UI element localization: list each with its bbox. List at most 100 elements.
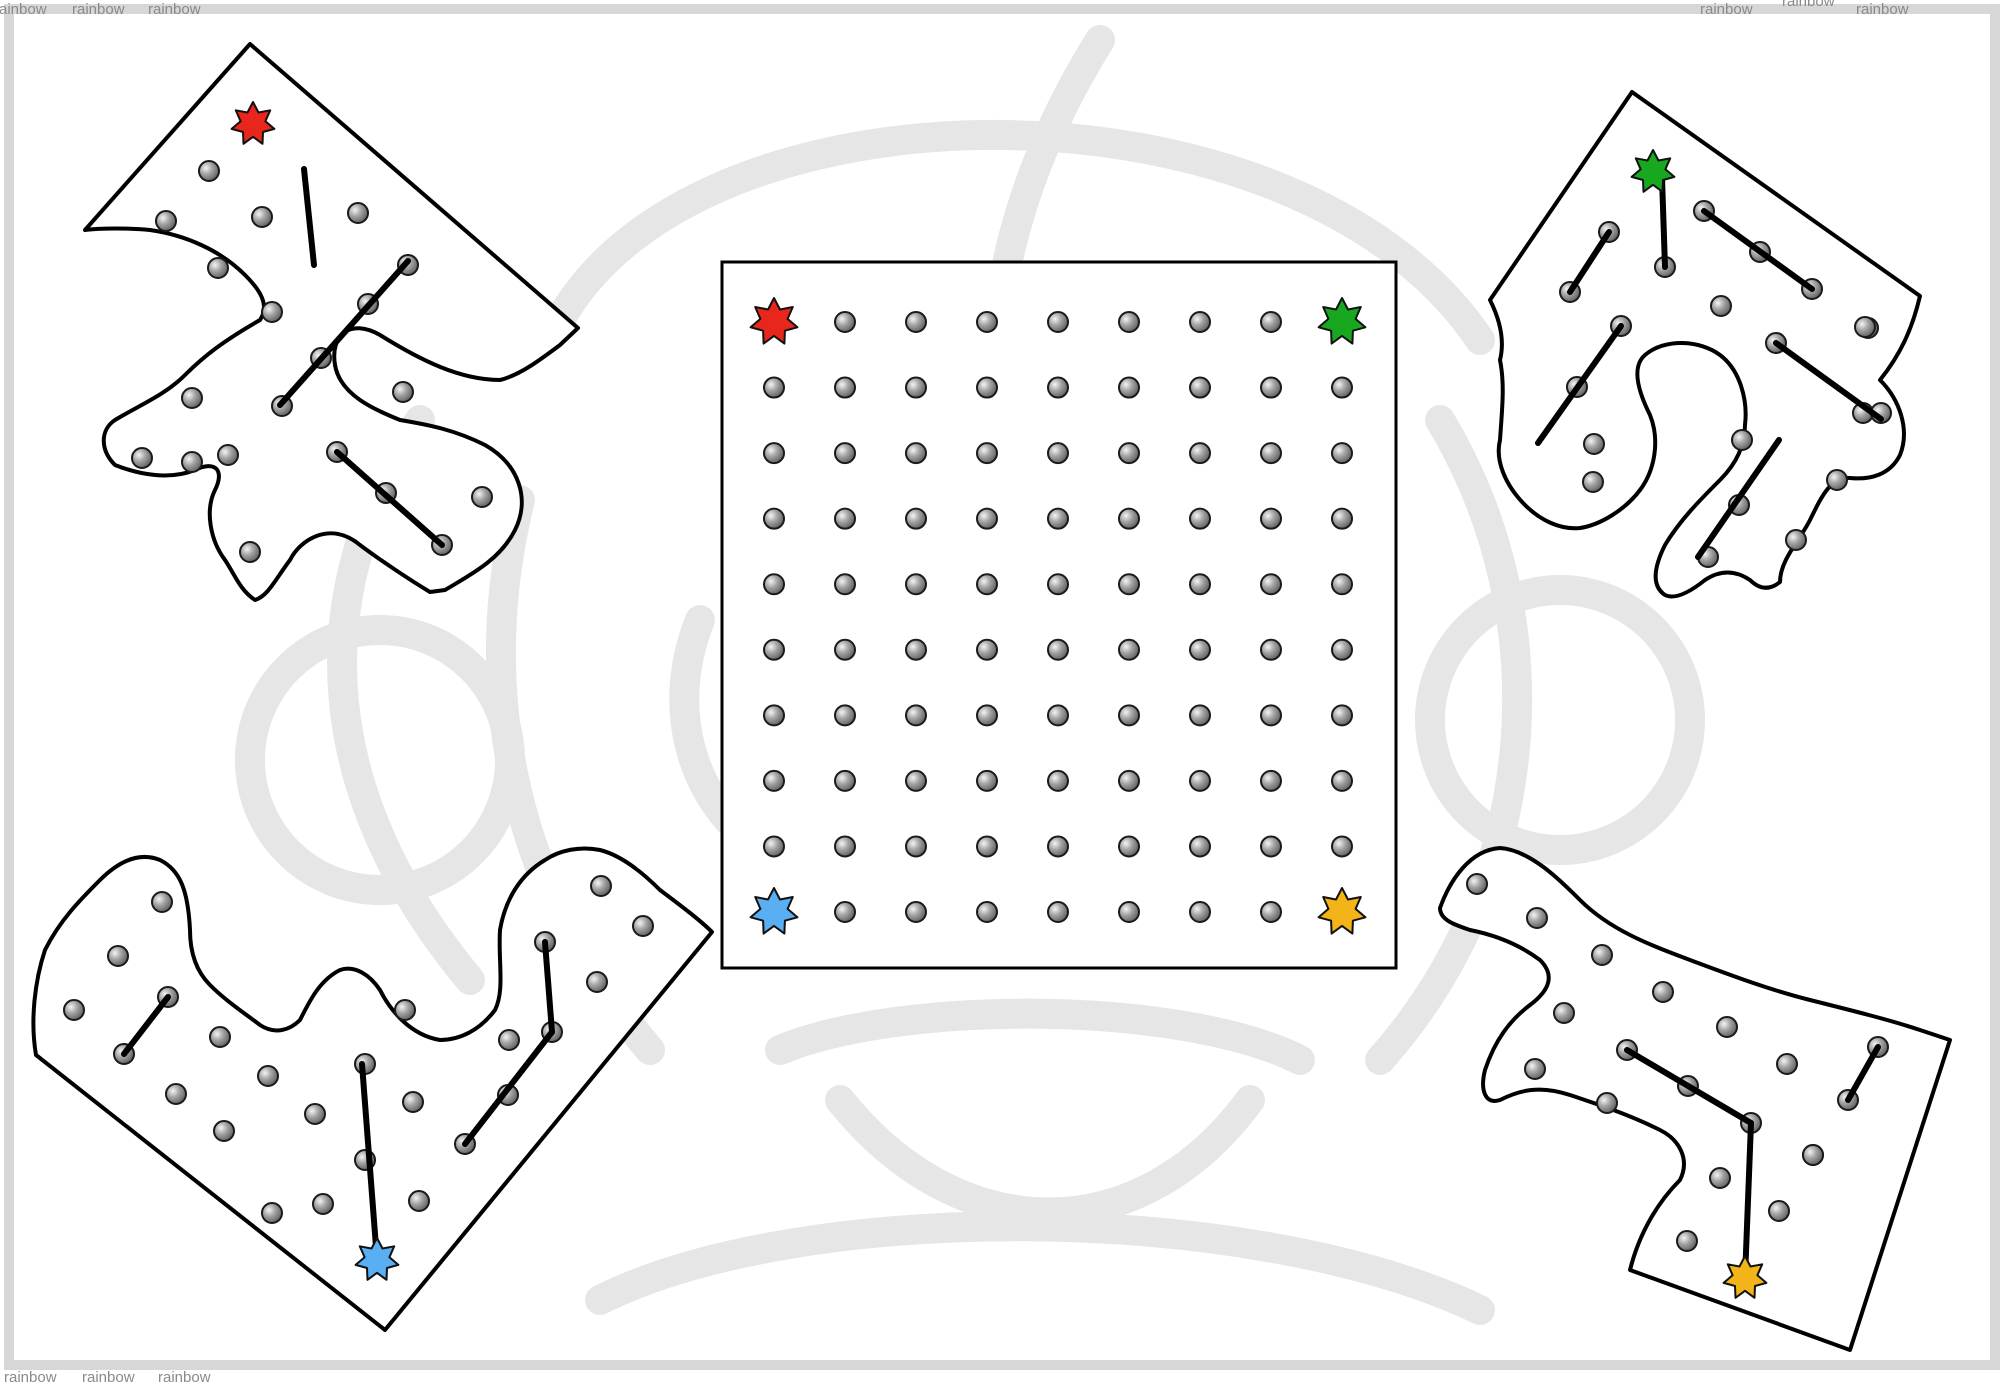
peg-icon xyxy=(218,445,238,465)
peg-icon xyxy=(1769,1201,1789,1221)
peg-icon xyxy=(240,542,260,562)
peg-icon xyxy=(1677,1231,1697,1251)
peg-icon xyxy=(1190,902,1210,922)
peg-icon xyxy=(835,312,855,332)
peg-icon xyxy=(1119,902,1139,922)
peg-icon xyxy=(1190,574,1210,594)
peg-icon xyxy=(1261,312,1281,332)
peg-icon xyxy=(1584,434,1604,454)
peg-icon xyxy=(305,1104,325,1124)
peg-icon xyxy=(1332,443,1352,463)
peg-icon xyxy=(1710,1168,1730,1188)
peg-icon xyxy=(835,509,855,529)
peg-icon xyxy=(403,1092,423,1112)
peg-icon xyxy=(977,705,997,725)
peg-icon xyxy=(1190,312,1210,332)
peg-icon xyxy=(835,443,855,463)
peg-icon xyxy=(977,771,997,791)
peg-icon xyxy=(1190,705,1210,725)
peg-icon xyxy=(764,443,784,463)
peg-icon xyxy=(108,946,128,966)
peg-icon xyxy=(348,203,368,223)
peg-icon xyxy=(835,771,855,791)
peg-icon xyxy=(906,574,926,594)
peg-icon xyxy=(313,1194,333,1214)
peg-icon xyxy=(393,382,413,402)
peg-icon xyxy=(252,207,272,227)
peg-icon xyxy=(210,1027,230,1047)
peg-icon xyxy=(1803,1145,1823,1165)
peg-icon xyxy=(764,378,784,398)
peg-icon xyxy=(409,1191,429,1211)
peg-icon xyxy=(764,836,784,856)
peg-icon xyxy=(835,902,855,922)
peg-icon xyxy=(1592,945,1612,965)
peg-icon xyxy=(835,574,855,594)
peg-icon xyxy=(906,902,926,922)
peg-icon xyxy=(1261,509,1281,529)
peg-icon xyxy=(1048,378,1068,398)
peg-icon xyxy=(1467,874,1487,894)
peg-icon xyxy=(1261,902,1281,922)
puzzle-piece-blue[interactable] xyxy=(33,848,712,1330)
peg-icon xyxy=(633,916,653,936)
peg-icon xyxy=(1597,1093,1617,1113)
peg-icon xyxy=(1048,574,1068,594)
peg-icon xyxy=(1332,771,1352,791)
peg-icon xyxy=(1786,530,1806,550)
peg-icon xyxy=(1048,902,1068,922)
peg-icon xyxy=(1190,836,1210,856)
peg-icon xyxy=(1190,509,1210,529)
peg-icon xyxy=(764,574,784,594)
peg-icon xyxy=(182,452,202,472)
peg-icon xyxy=(1732,430,1752,450)
peg-icon xyxy=(591,876,611,896)
peg-icon xyxy=(1583,472,1603,492)
peg-icon xyxy=(1119,312,1139,332)
peg-icon xyxy=(395,1000,415,1020)
peg-icon xyxy=(764,705,784,725)
peg-icon xyxy=(835,640,855,660)
peg-icon xyxy=(906,640,926,660)
peg-icon xyxy=(64,1000,84,1020)
peg-icon xyxy=(906,705,926,725)
peg-icon xyxy=(1261,836,1281,856)
peg-icon xyxy=(835,836,855,856)
peg-icon xyxy=(835,705,855,725)
peg-icon xyxy=(977,312,997,332)
peg-icon xyxy=(1048,443,1068,463)
peg-icon xyxy=(1332,836,1352,856)
peg-icon xyxy=(1653,982,1673,1002)
peg-icon xyxy=(977,902,997,922)
peg-icon xyxy=(1048,836,1068,856)
peg-icon xyxy=(208,258,228,278)
peg-icon xyxy=(1119,443,1139,463)
peg-icon xyxy=(1777,1054,1797,1074)
peg-icon xyxy=(1119,574,1139,594)
peg-board xyxy=(722,262,1396,968)
puzzle-piece-green[interactable] xyxy=(1490,92,1920,597)
peg-icon xyxy=(1190,640,1210,660)
peg-icon xyxy=(587,972,607,992)
peg-icon xyxy=(1717,1017,1737,1037)
peg-icon xyxy=(258,1066,278,1086)
peg-icon xyxy=(199,161,219,181)
peg-icon xyxy=(1554,1003,1574,1023)
peg-icon xyxy=(182,388,202,408)
peg-icon xyxy=(132,448,152,468)
peg-icon xyxy=(499,1030,519,1050)
peg-icon xyxy=(977,574,997,594)
peg-icon xyxy=(1332,705,1352,725)
peg-icon xyxy=(1332,640,1352,660)
peg-icon xyxy=(152,892,172,912)
puzzle-piece-red[interactable] xyxy=(85,44,578,600)
peg-icon xyxy=(1261,705,1281,725)
board-outline xyxy=(722,262,1396,968)
peg-icon xyxy=(977,378,997,398)
peg-icon xyxy=(906,771,926,791)
peg-icon xyxy=(1119,640,1139,660)
peg-icon xyxy=(906,509,926,529)
puzzle-piece-yellow[interactable] xyxy=(1440,848,1950,1350)
piece-outline xyxy=(1440,848,1950,1350)
